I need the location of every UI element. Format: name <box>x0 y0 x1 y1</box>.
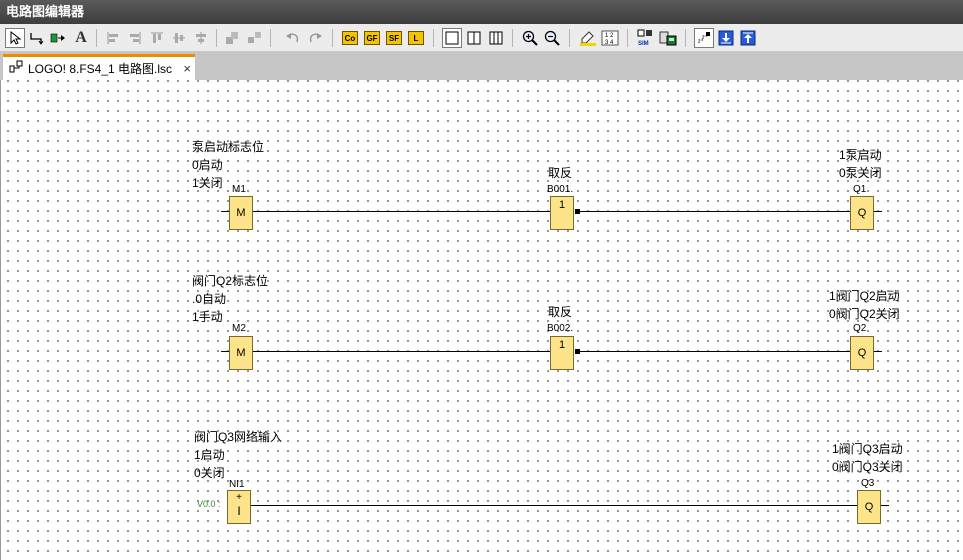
plus-icon: + <box>236 492 242 503</box>
block-id-label: M1 <box>232 184 246 195</box>
block-id-label: B001. <box>547 184 574 195</box>
svg-text:3 4: 3 4 <box>605 40 614 46</box>
output-block-q2[interactable]: Q <box>850 336 874 370</box>
block-id-label: NI1 <box>229 479 245 490</box>
align-left-icon[interactable] <box>103 28 123 48</box>
gf-block-icon[interactable]: GF <box>362 28 382 48</box>
window-title: 电路图编辑器 <box>0 0 963 24</box>
output-block-q1[interactable]: Q <box>850 196 874 230</box>
output-stub <box>874 211 882 212</box>
input-comment-line: 1手动 <box>192 310 223 324</box>
connection-wire[interactable] <box>251 505 857 506</box>
output-comment-line: 1阀门Q2启动 <box>829 289 900 303</box>
output-comment-line: 1阀门Q3启动 <box>832 442 903 456</box>
align-top-icon[interactable] <box>147 28 167 48</box>
circuit-canvas[interactable]: 泵启动标志位 0启动 1关闭 M1 M 取反 B001. 1 1泵启动 0泵关闭… <box>0 80 963 560</box>
undo-icon[interactable] <box>283 28 303 48</box>
output-comment-line: 1泵启动 <box>839 148 882 162</box>
connect-icon[interactable] <box>27 28 47 48</box>
input-comment-line: .0自动 <box>192 292 227 306</box>
logic-comment: 取反 <box>548 305 573 319</box>
block-id-label: Q1 <box>853 184 867 195</box>
input-comment-line: 阀门Q3网络输入 <box>194 430 283 444</box>
online-test-icon[interactable] <box>658 28 678 48</box>
output-stub <box>881 505 889 506</box>
zoom-out-icon[interactable] <box>542 28 562 48</box>
tab-circuit-diagram[interactable]: LOGO! 8.FS4_1 电路图.lsc × <box>3 54 195 80</box>
flag-block-m2[interactable]: M <box>229 336 253 370</box>
block-id-label: Q3 <box>861 478 875 489</box>
layout-icon[interactable] <box>694 28 714 48</box>
block-id-label: M2 <box>232 323 246 334</box>
flag-block-m1[interactable]: M <box>229 196 253 230</box>
text-icon[interactable]: A <box>75 29 87 46</box>
connection-wire[interactable] <box>580 351 850 352</box>
upload-icon[interactable] <box>738 28 758 48</box>
highlight-icon[interactable] <box>578 28 598 48</box>
input-comment-line: 1关闭 <box>192 176 223 190</box>
input-comment-line: 1启动 <box>194 448 225 462</box>
input-comment-line: 0启动 <box>192 158 223 172</box>
align-vcenter-icon[interactable] <box>169 28 189 48</box>
negation-dot <box>575 349 580 354</box>
output-block-q3[interactable]: Q <box>857 490 881 524</box>
redo-icon[interactable] <box>305 28 325 48</box>
zoom-in-icon[interactable] <box>520 28 540 48</box>
output-comment-line: 0阀门Q2关闭 <box>829 307 900 321</box>
constant-icon[interactable] <box>49 28 69 48</box>
toolbar: A Co GF SF L <box>0 24 963 52</box>
not-block-b002[interactable]: 1 <box>550 336 574 370</box>
connection-wire[interactable] <box>580 211 850 212</box>
block-id-label: Q2 <box>853 323 867 334</box>
align-right-icon[interactable] <box>125 28 145 48</box>
group-icon[interactable] <box>223 28 243 48</box>
logic-comment: 取反 <box>548 166 573 180</box>
output-comment-line: 0泵关闭 <box>839 166 882 180</box>
input-comment-line: 阀门Q2标志位 <box>192 274 269 288</box>
network-input-block-ni1[interactable]: + I <box>227 490 251 524</box>
select-arrow-icon[interactable] <box>5 28 25 48</box>
l-block-icon[interactable]: L <box>406 28 426 48</box>
triple-view-icon[interactable] <box>486 28 506 48</box>
simulation-icon[interactable]: SIM <box>636 28 656 48</box>
network-address-label: V0.0 : <box>197 499 221 509</box>
output-comment-line: 0阀门Q3关闭 <box>832 460 903 474</box>
output-stub <box>874 351 882 352</box>
align-hcenter-icon[interactable] <box>191 28 211 48</box>
document-tab-strip: LOGO! 8.FS4_1 电路图.lsc × <box>0 52 963 80</box>
close-icon[interactable]: × <box>183 61 191 76</box>
input-stub <box>221 351 229 352</box>
input-comment-line: 泵启动标志位 <box>192 140 265 154</box>
circuit-file-icon <box>9 60 23 77</box>
svg-text:SIM: SIM <box>638 41 649 47</box>
download-icon[interactable] <box>716 28 736 48</box>
svg-text:1 2: 1 2 <box>605 33 614 39</box>
negation-dot <box>575 209 580 214</box>
input-comment-line: 0关闭 <box>194 466 225 480</box>
tab-label: LOGO! 8.FS4_1 电路图.lsc <box>28 62 173 76</box>
sf-block-icon[interactable]: SF <box>384 28 404 48</box>
connection-wire[interactable] <box>253 351 550 352</box>
not-block-b001[interactable]: 1 <box>550 196 574 230</box>
co-block-icon[interactable]: Co <box>340 28 360 48</box>
connection-wire[interactable] <box>253 211 550 212</box>
ungroup-icon[interactable] <box>245 28 265 48</box>
input-stub <box>221 211 229 212</box>
split-view-icon[interactable] <box>464 28 484 48</box>
block-id-label: B002. <box>547 323 574 334</box>
single-view-icon[interactable] <box>442 28 462 48</box>
